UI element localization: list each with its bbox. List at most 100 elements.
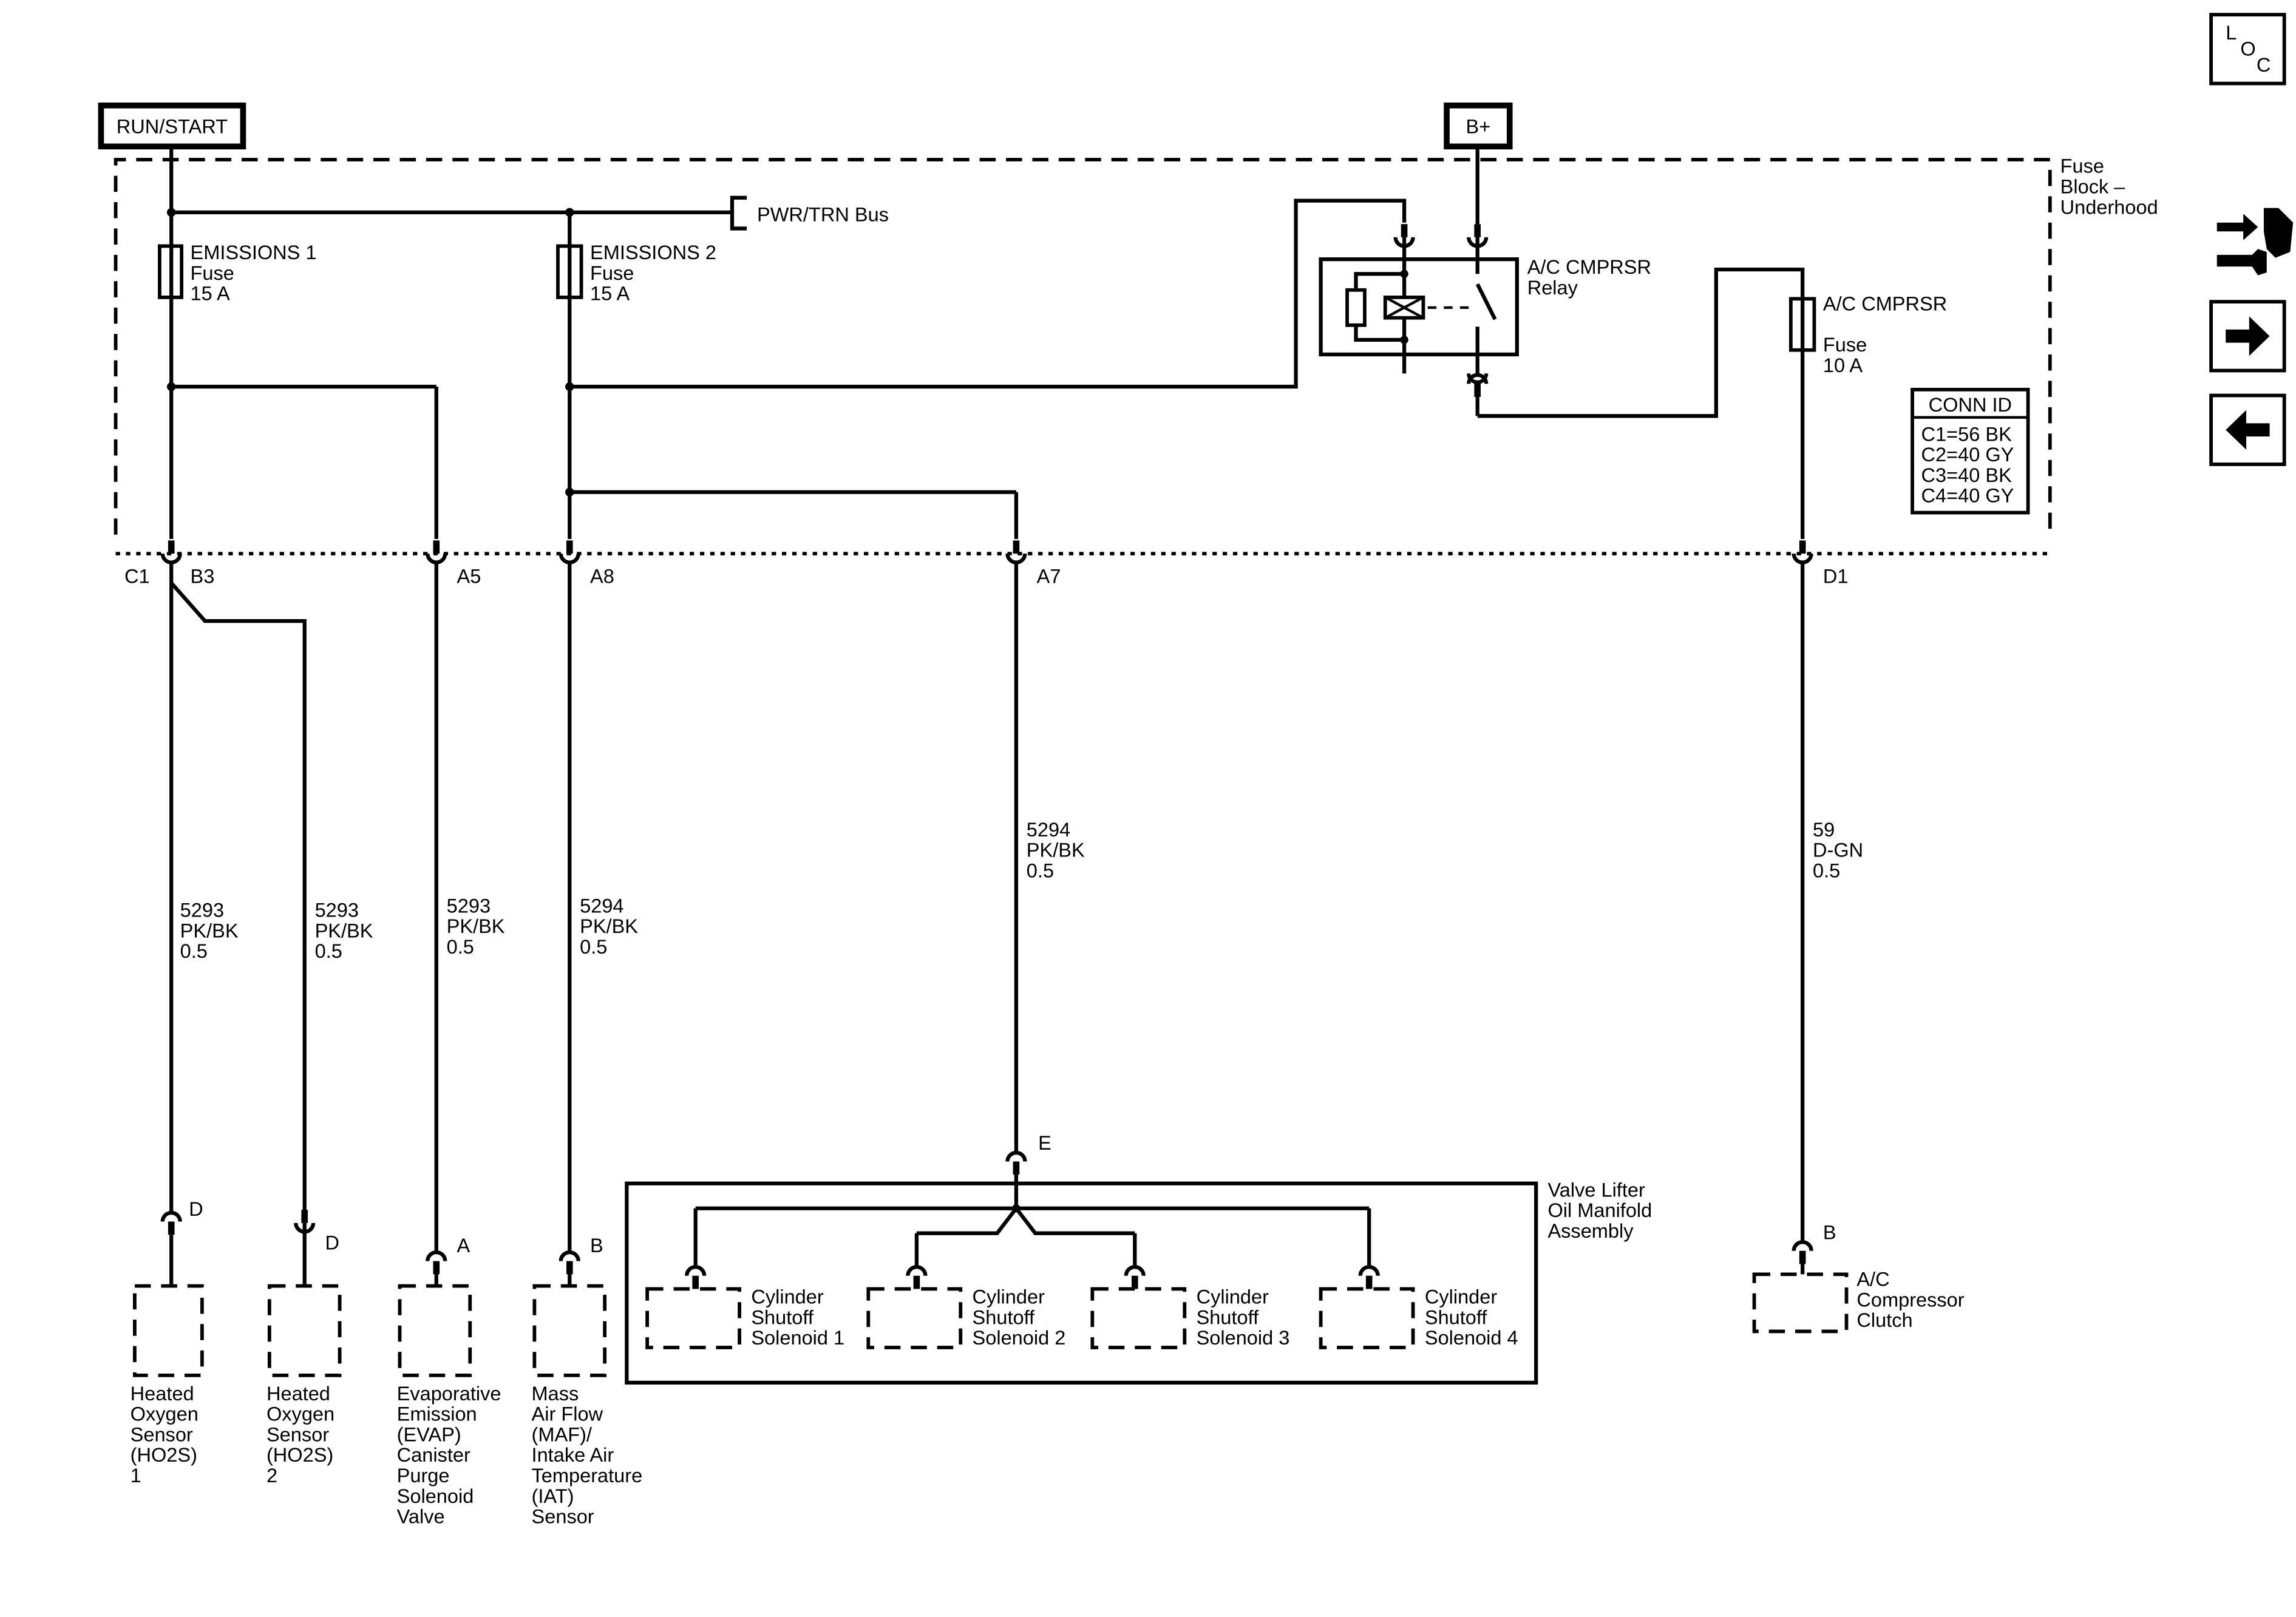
ho2s-2-label-1: Heated	[267, 1383, 330, 1405]
maf-pin: B	[590, 1235, 603, 1256]
run-start-source: RUN/START	[98, 102, 246, 150]
emissions-1-fuse: EMISSIONS 1 Fuse 15 A	[158, 242, 317, 305]
ac-compressor-clutch-component: B A/C Compressor Clutch	[1752, 1221, 1965, 1334]
cylinder-shutoff-solenoid-4: Cylinder Shutoff Solenoid 4	[1319, 1267, 1518, 1349]
wire-label-5: 5294 PK/BK 0.5	[1027, 819, 1085, 882]
evap-label-3: (EVAP)	[397, 1423, 461, 1445]
maf-iat-sensor-component: B Mass Air Flow (MAF)/ Intake Air Temper…	[532, 1235, 643, 1527]
wire-5-circuit: 5294	[1027, 819, 1070, 841]
ho2s-2-component: D Heated Oxygen Sensor (HO2S) 2	[267, 1210, 342, 1486]
fuse-block-connector: C1 B3 A5 A8 A7 D1	[124, 540, 1849, 587]
wire-2-color: PK/BK	[315, 920, 373, 941]
valve-lifter-label-3: Assembly	[1547, 1220, 1634, 1242]
pin-a7: A7	[1037, 565, 1061, 587]
solenoid-3-label-1: Cylinder	[1197, 1286, 1269, 1308]
pin-b3: B3	[191, 565, 215, 587]
conn-id-row-4: C4=40 GY	[1921, 485, 2014, 507]
maf-label-5: Temperature	[532, 1465, 643, 1486]
solenoid-3-label-2: Shutoff	[1197, 1306, 1259, 1328]
valve-lifter-pin: E	[1038, 1132, 1051, 1154]
ac-fuse-name-1: A/C CMPRSR	[1823, 293, 1947, 315]
external-wiring	[169, 562, 1805, 1253]
cylinder-shutoff-solenoid-2: Cylinder Shutoff Solenoid 2	[866, 1267, 1066, 1349]
maf-label-2: Air Flow	[532, 1403, 603, 1425]
conn-id-title: CONN ID	[1929, 394, 2012, 416]
wire-label-6: 59 D-GN 0.5	[1813, 819, 1863, 882]
loc-icon[interactable]: L O C	[2209, 13, 2286, 86]
ho2s-1-label-1: Heated	[131, 1383, 194, 1405]
wire-label-4: 5294 PK/BK 0.5	[580, 895, 638, 958]
evap-label-7: Valve	[397, 1506, 445, 1528]
emissions-2-fuse: EMISSIONS 2 Fuse 15 A	[556, 242, 716, 305]
conn-id-row-3: C3=40 BK	[1921, 464, 2012, 486]
fuse-block-internal-wiring	[166, 198, 1407, 539]
ac-clutch-label-3: Clutch	[1856, 1309, 1912, 1331]
solenoid-3-label-3: Solenoid 3	[1197, 1327, 1290, 1349]
run-start-bus: PWR/TRN Bus	[166, 146, 889, 246]
b-plus-source: B+	[1444, 102, 1513, 150]
fuse-block-label-1: Fuse	[2060, 155, 2104, 177]
solenoid-1-label-2: Shutoff	[751, 1306, 813, 1328]
emissions-2-rating: 15 A	[590, 283, 630, 305]
relay-type: Relay	[1527, 277, 1578, 299]
ac-clutch-label-1: A/C	[1856, 1269, 1889, 1290]
wire-3-size: 0.5	[447, 936, 474, 958]
conn-id-row-1: C1=56 BK	[1921, 423, 2012, 445]
evap-purge-solenoid-component: A Evaporative Emission (EVAP) Canister P…	[397, 1235, 501, 1527]
wire-6-color: D-GN	[1813, 839, 1863, 861]
maf-label-3: (MAF)/	[532, 1423, 593, 1445]
solenoid-2-label-3: Solenoid 2	[973, 1327, 1066, 1349]
ho2s-2-label-2: Oxygen	[267, 1403, 335, 1425]
pin-a8: A8	[590, 565, 614, 587]
evap-label-2: Emission	[397, 1403, 477, 1425]
ac-clutch-label-2: Compressor	[1856, 1289, 1964, 1310]
arrow-right-icon[interactable]	[2209, 300, 2286, 373]
emissions-2-name: EMISSIONS 2	[590, 242, 716, 263]
ho2s-1-label-5: 1	[131, 1465, 141, 1486]
ac-fuse-type: Fuse	[1823, 334, 1867, 356]
ac-cmprsr-fuse: A/C CMPRSR Fuse 10 A	[1788, 293, 1947, 539]
ho2s-1-pin: D	[189, 1198, 203, 1220]
wire-4-circuit: 5294	[580, 895, 623, 917]
ho2s-2-label-4: (HO2S)	[267, 1444, 333, 1466]
evap-label-6: Solenoid	[397, 1485, 474, 1507]
ho2s-2-label-3: Sensor	[267, 1423, 329, 1445]
wire-4-size: 0.5	[580, 936, 607, 958]
evap-label-5: Purge	[397, 1465, 450, 1486]
wire-1-circuit: 5293	[180, 900, 224, 921]
fuse-block-label-2: Block –	[2060, 176, 2126, 198]
wire-6-size: 0.5	[1813, 859, 1840, 881]
ho2s-1-component: D Heated Oxygen Sensor (HO2S) 1	[131, 1198, 204, 1486]
maf-label-6: (IAT)	[532, 1485, 574, 1507]
solenoid-1-label-1: Cylinder	[751, 1286, 824, 1308]
evap-label-4: Canister	[397, 1444, 470, 1466]
ho2s-1-label-3: Sensor	[131, 1423, 193, 1445]
cylinder-shutoff-solenoid-1: Cylinder Shutoff Solenoid 1	[645, 1267, 844, 1349]
wire-4-color: PK/BK	[580, 915, 638, 937]
wire-1-color: PK/BK	[180, 920, 239, 941]
loc-icon-l: L	[2226, 22, 2237, 44]
ho2s-1-label-4: (HO2S)	[131, 1444, 197, 1466]
emissions-1-name: EMISSIONS 1	[191, 242, 317, 263]
emissions-2-type: Fuse	[590, 262, 634, 284]
wire-6-circuit: 59	[1813, 819, 1835, 841]
ho2s-2-label-5: 2	[267, 1465, 277, 1486]
pin-d1: D1	[1823, 565, 1849, 587]
evap-pin: A	[457, 1235, 470, 1256]
engine-service-icon[interactable]	[2216, 208, 2294, 276]
arrow-left-icon[interactable]	[2209, 393, 2286, 466]
emissions-1-rating: 15 A	[191, 283, 230, 305]
run-start-label: RUN/START	[117, 116, 228, 138]
cylinder-shutoff-solenoid-3: Cylinder Shutoff Solenoid 3	[1090, 1267, 1290, 1349]
loc-icon-o: O	[2240, 38, 2255, 60]
solenoid-1-label-3: Solenoid 1	[751, 1327, 844, 1349]
pin-a5: A5	[457, 565, 481, 587]
loc-icon-c: C	[2257, 54, 2271, 76]
solenoid-4-label-2: Shutoff	[1425, 1306, 1487, 1328]
valve-lifter-label-1: Valve Lifter	[1547, 1179, 1645, 1201]
ac-cmprsr-relay: A/C CMPRSR Relay	[1319, 146, 1805, 418]
valve-lifter-oil-manifold-assembly: E Valve Lifter Oil Manifold Assembly	[625, 1132, 1652, 1385]
fuse-block-label-3: Underhood	[2060, 196, 2158, 218]
solenoid-2-label-2: Shutoff	[973, 1306, 1035, 1328]
maf-label-7: Sensor	[532, 1506, 594, 1528]
